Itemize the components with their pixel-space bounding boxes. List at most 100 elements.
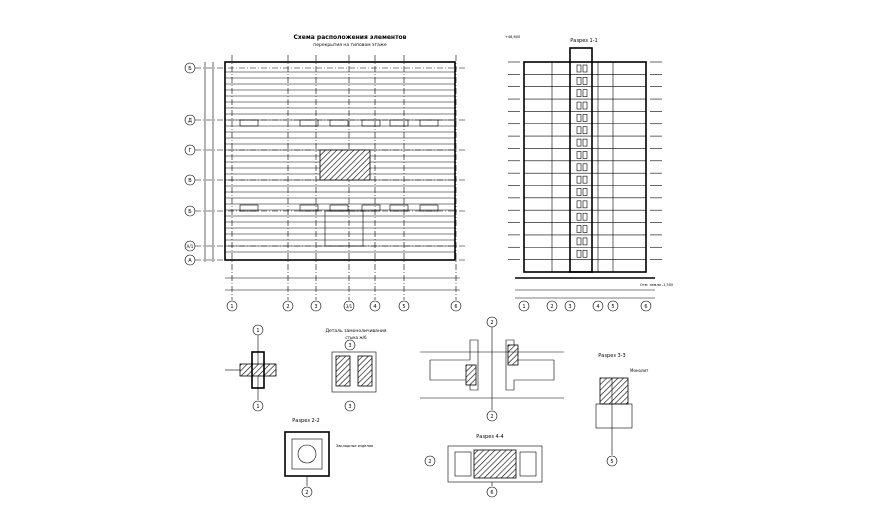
axis-col-label: 3 bbox=[314, 304, 317, 310]
plan-beam bbox=[239, 204, 259, 212]
section44-outline bbox=[447, 445, 543, 483]
section-3-3: Разрез 3-3 Монолит 5 bbox=[595, 353, 649, 467]
section33-fill bbox=[599, 377, 629, 405]
plan-beam bbox=[361, 119, 381, 127]
section1-door bbox=[582, 225, 588, 233]
section22-core-hole bbox=[297, 444, 317, 464]
section-2-2: Разрез 2-2 Закладные изделия 2 bbox=[284, 418, 373, 498]
detail1-slab bbox=[239, 363, 277, 377]
axis-row-label: А/1 bbox=[187, 244, 194, 249]
detail3-right-fill bbox=[507, 344, 519, 366]
section1-door bbox=[576, 175, 582, 184]
section1-door bbox=[582, 175, 588, 184]
axis-col-bubble: 5 bbox=[398, 300, 410, 312]
section-1-1: Разрез 1-1 +48,600 Отм. земли -1,500 1 2… bbox=[505, 35, 673, 312]
section22-marker: 2 bbox=[301, 486, 313, 498]
section1-door bbox=[582, 114, 588, 122]
section1-door bbox=[582, 89, 588, 97]
axis-row-label: В bbox=[188, 178, 192, 184]
plan-core bbox=[319, 149, 371, 181]
section1-door bbox=[582, 101, 588, 110]
detail2-left-panel bbox=[335, 355, 351, 387]
plan-beam bbox=[299, 204, 319, 212]
axis-row-bubble: Д bbox=[184, 114, 196, 126]
detail3-marker-label: 2 bbox=[490, 320, 493, 326]
section1-door bbox=[576, 114, 582, 122]
plan-beam bbox=[299, 119, 319, 127]
section1-door bbox=[576, 200, 582, 209]
section1-door bbox=[582, 212, 588, 221]
detail2-marker-bottom-label: 3 bbox=[348, 404, 351, 410]
section33-label: Монолит bbox=[630, 368, 649, 373]
section1-title: Разрез 1-1 bbox=[570, 38, 597, 44]
section22-outline bbox=[284, 431, 330, 477]
detail1-column bbox=[251, 351, 265, 389]
axis-col-bubble: 3 bbox=[310, 300, 322, 312]
plan-beam bbox=[329, 119, 349, 127]
axis-col-label: 6 bbox=[454, 304, 457, 310]
section44-fill bbox=[473, 449, 517, 479]
detail2-frame bbox=[331, 351, 377, 393]
detail-1: 1 1 bbox=[225, 324, 277, 412]
section22-marker-label: 2 bbox=[305, 490, 308, 496]
detail1-marker-bottom-label: 1 bbox=[256, 404, 259, 410]
axis-col-bubble: 6 bbox=[640, 300, 652, 312]
plan-beam bbox=[239, 119, 259, 127]
axis-col-bubble: 6 bbox=[450, 300, 462, 312]
section1-door bbox=[582, 237, 588, 246]
detail-3: 2 2 bbox=[420, 316, 564, 422]
axis-col-bubble: 3 bbox=[564, 300, 576, 312]
axis-col-label: 3/1 bbox=[346, 304, 353, 309]
section22-inner bbox=[291, 438, 323, 470]
axis-col-bubble: 1 bbox=[518, 300, 530, 312]
section1-door bbox=[582, 200, 588, 209]
section44-right-block bbox=[519, 451, 537, 477]
axis-row-label: Г bbox=[188, 148, 191, 154]
detail1-marker-bottom: 1 bbox=[252, 400, 264, 412]
section1-floors bbox=[508, 61, 662, 272]
section1-door bbox=[576, 163, 582, 172]
section1-door bbox=[576, 89, 582, 97]
axis-col-bubble: 5 bbox=[607, 300, 619, 312]
section44-marker-left: 2 bbox=[424, 455, 436, 467]
section33-marker-label: 5 bbox=[610, 459, 613, 465]
detail1-marker-label: 1 bbox=[256, 328, 259, 334]
section1-door bbox=[576, 188, 582, 196]
section44-title: Разрез 4-4 bbox=[476, 434, 503, 440]
section1-top-level: +48,600 bbox=[505, 35, 520, 39]
axis-col-label: 5 bbox=[611, 304, 614, 310]
axis-col-label: 1 bbox=[522, 304, 525, 310]
section44-marker-bottom: 6 bbox=[486, 486, 498, 498]
section1-door bbox=[582, 64, 588, 73]
section1-door bbox=[576, 225, 582, 233]
detail2-right-panel bbox=[357, 355, 373, 387]
section-4-4: Разрез 4-4 2 6 bbox=[424, 434, 543, 498]
plan-axis-rows: Б Д Г В Б А/1 А bbox=[184, 62, 196, 266]
section44-marker-left-label: 2 bbox=[428, 459, 431, 465]
section1-door bbox=[576, 151, 582, 159]
section1-door bbox=[576, 249, 582, 258]
axis-row-label: Д bbox=[188, 118, 192, 124]
detail-2: Деталь замоноличивания стыка ж/б 3 3 bbox=[326, 328, 387, 412]
plan-subtitle: перекрытия на типовом этаже bbox=[313, 43, 387, 48]
section22-title: Разрез 2-2 bbox=[292, 418, 319, 424]
section1-shaft bbox=[569, 47, 593, 273]
axis-row-bubble: Б bbox=[184, 205, 196, 217]
detail3-left-slab bbox=[429, 339, 479, 391]
plan-beam bbox=[389, 119, 409, 127]
detail3-marker-top: 2 bbox=[486, 316, 498, 328]
section33-base bbox=[595, 403, 633, 429]
section1-ground-label: Отм. земли -1,500 bbox=[640, 283, 673, 287]
floor-plan: Схема расположения элементов перекрытия … bbox=[184, 34, 465, 312]
axis-row-bubble: Б bbox=[184, 62, 196, 74]
axis-row-label: Б bbox=[188, 66, 192, 72]
axis-col-label: 4 bbox=[373, 304, 376, 310]
detail2-marker-bottom: 3 bbox=[344, 400, 356, 412]
axis-col-label: 2 bbox=[286, 304, 289, 310]
detail1-marker-top: 1 bbox=[252, 324, 264, 336]
axis-col-label: 5 bbox=[402, 304, 405, 310]
detail2-marker-label: 3 bbox=[348, 343, 351, 349]
section22-note: Закладные изделия bbox=[336, 444, 373, 448]
section1-door bbox=[576, 212, 582, 221]
